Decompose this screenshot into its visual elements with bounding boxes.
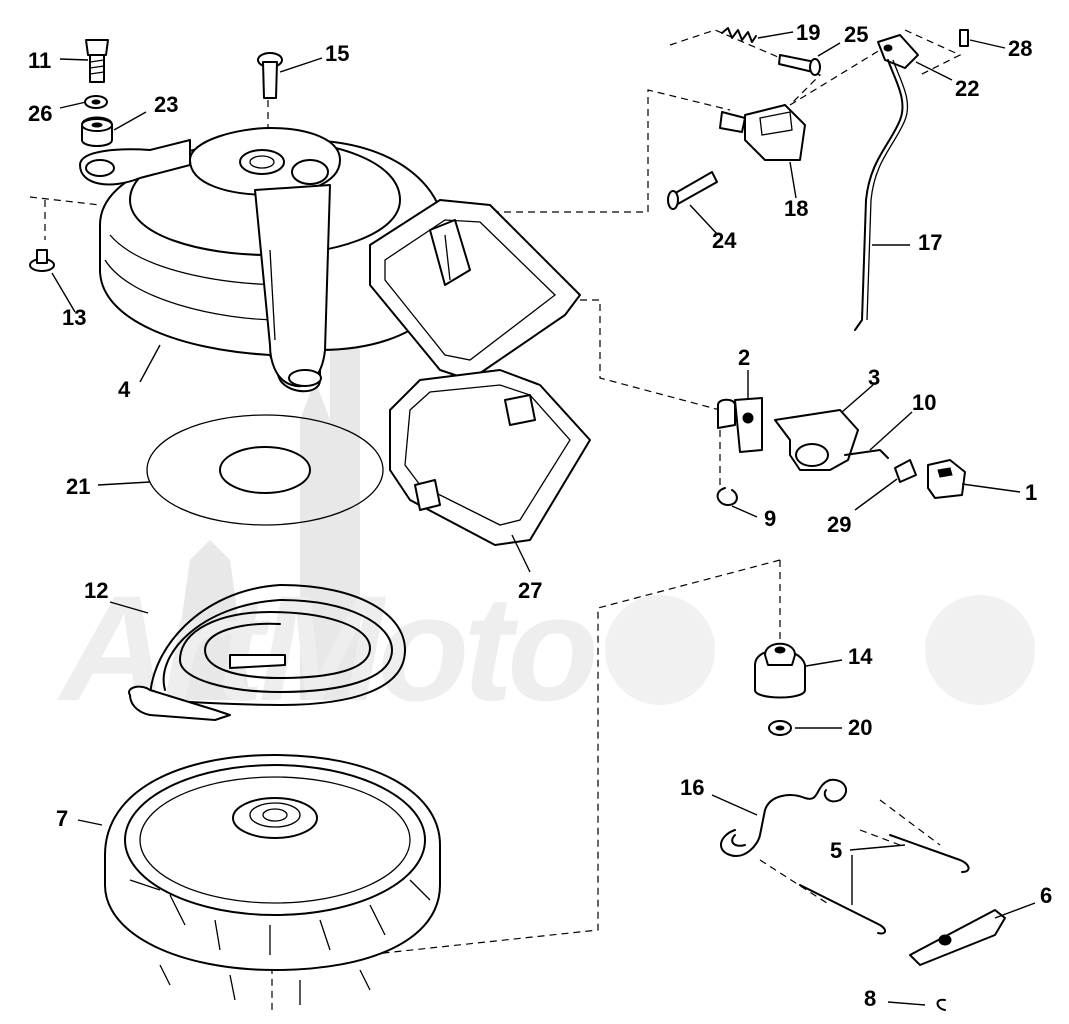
callout-6: 6 xyxy=(1040,883,1052,908)
part-24-screw xyxy=(667,171,718,210)
callout-7: 7 xyxy=(56,806,68,831)
part-26-washer xyxy=(84,95,108,109)
callout-9: 9 xyxy=(764,506,776,531)
callout-20: 20 xyxy=(848,715,872,740)
callout-3: 3 xyxy=(868,365,880,390)
callout-16: 16 xyxy=(680,775,704,800)
part-13-rivet xyxy=(29,249,55,272)
part-2-bracket xyxy=(717,397,763,453)
part-16-spring xyxy=(720,778,848,857)
part-22-clip xyxy=(877,34,919,69)
callout-14: 14 xyxy=(848,644,873,669)
callout-26: 26 xyxy=(28,101,52,126)
callout-29: 29 xyxy=(827,512,851,537)
callout-4: 4 xyxy=(118,377,131,402)
callout-17: 17 xyxy=(918,230,942,255)
part-20-nut xyxy=(768,720,792,736)
callout-28: 28 xyxy=(1008,36,1032,61)
part-9-cotter xyxy=(716,487,738,506)
part-18-switch xyxy=(719,104,806,161)
part-28-screw xyxy=(959,29,969,47)
leader-lines xyxy=(51,31,1036,1006)
callout-10: 10 xyxy=(912,390,936,415)
callout-5: 5 xyxy=(830,838,842,863)
part-4-starter-housing xyxy=(79,127,441,393)
callout-labels: 1 2 3 4 5 6 7 8 9 10 11 12 13 14 15 16 1… xyxy=(28,20,1052,1011)
callout-1: 1 xyxy=(1025,480,1037,505)
callout-8: 8 xyxy=(864,986,876,1011)
part-12-rewind-spring xyxy=(128,584,406,721)
part-21-plate xyxy=(146,414,384,526)
part-25-pin xyxy=(778,54,821,76)
part-1-block xyxy=(927,459,966,499)
part-19-spring xyxy=(721,27,757,43)
callout-18: 18 xyxy=(784,196,808,221)
part-11-screw xyxy=(85,39,109,83)
part-14-cam xyxy=(754,642,806,699)
callout-12: 12 xyxy=(84,578,108,603)
callout-2: 2 xyxy=(738,345,750,370)
callout-23: 23 xyxy=(154,92,178,117)
part-10-pin xyxy=(844,449,889,459)
part-23-bushing xyxy=(81,116,113,147)
part-6-pawl xyxy=(909,909,1006,966)
callout-27: 27 xyxy=(518,578,542,603)
part-15-bolt xyxy=(257,52,283,99)
callout-15: 15 xyxy=(325,41,349,66)
part-3-lever xyxy=(774,409,859,471)
callout-22: 22 xyxy=(955,76,979,101)
part-17-link-rod xyxy=(854,59,909,331)
callout-19: 19 xyxy=(796,20,820,45)
callout-21: 21 xyxy=(66,474,90,499)
callout-13: 13 xyxy=(62,305,86,330)
part-5-springs xyxy=(799,834,970,935)
callout-24: 24 xyxy=(712,228,737,253)
part-27-handle-bracket xyxy=(369,199,591,546)
callout-25: 25 xyxy=(844,22,868,47)
part-8-clip xyxy=(936,998,946,1011)
part-29-clip xyxy=(894,459,917,483)
assembly-dashed-lines xyxy=(29,29,962,1010)
callout-11: 11 xyxy=(28,48,51,73)
part-7-pulley xyxy=(104,754,441,1005)
